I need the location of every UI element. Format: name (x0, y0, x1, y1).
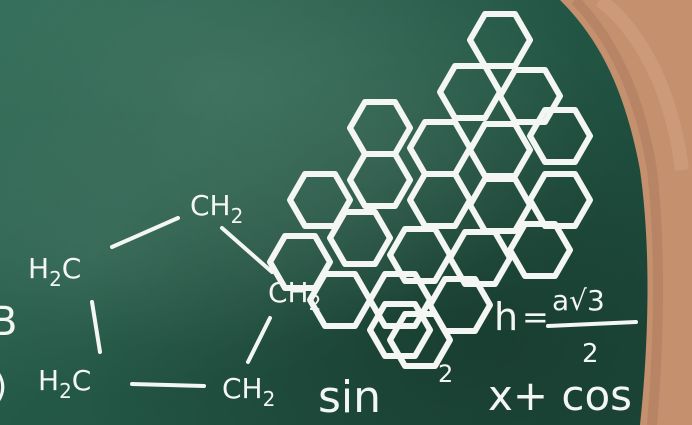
bond-top-right (220, 226, 274, 274)
group-top: CH2 (190, 189, 243, 228)
hexagon-cell (387, 311, 453, 369)
trig-exponent: 2 (438, 360, 453, 388)
bond-left (90, 300, 102, 354)
bond-top-left (110, 216, 180, 249)
group-right: CH2 (268, 276, 321, 315)
edge-mark-mid: B (0, 299, 17, 345)
hexagon-cell (407, 119, 473, 177)
formula-equals: = (522, 298, 549, 336)
hexagon-cell (387, 226, 453, 284)
hexagon-cell (367, 301, 433, 359)
hexagon-cell (497, 67, 563, 125)
hexagon-cell (367, 271, 433, 329)
hexagon-cell (447, 229, 513, 287)
group-bottom-right: CH2 (222, 372, 275, 411)
hexagon-cell (307, 271, 373, 329)
hexagon-cell (527, 107, 593, 165)
group-bottom-left: H2C (38, 364, 91, 403)
hexagon-cell (407, 171, 473, 229)
hexagon-cell (467, 176, 533, 234)
hexagon-lattice (267, 11, 593, 369)
hexagon-cell (527, 171, 593, 229)
hexagon-cell (507, 221, 573, 279)
edge-mark-bottom: ) (0, 367, 7, 407)
hexagon-cell (427, 276, 493, 334)
trig-rest: x+ cos (488, 371, 632, 420)
bond-bottom (130, 382, 206, 388)
trig-sin: sin (318, 372, 381, 423)
hexagon-cell (347, 151, 413, 209)
hand (560, 0, 692, 425)
group-left: H2C (28, 252, 81, 291)
hexagon-cell (347, 99, 413, 157)
formula-numerator: a√3 (552, 284, 605, 317)
bond-right (246, 316, 272, 364)
ring-bonds (90, 216, 274, 388)
hexagon-cell (467, 121, 533, 179)
hexagon-cell (327, 209, 393, 267)
hexagon-cell (437, 63, 503, 121)
formula-denominator: 2 (582, 339, 599, 369)
fraction-bar (546, 320, 638, 328)
hexagon-cell (467, 11, 533, 69)
formula-h: h (494, 295, 518, 339)
